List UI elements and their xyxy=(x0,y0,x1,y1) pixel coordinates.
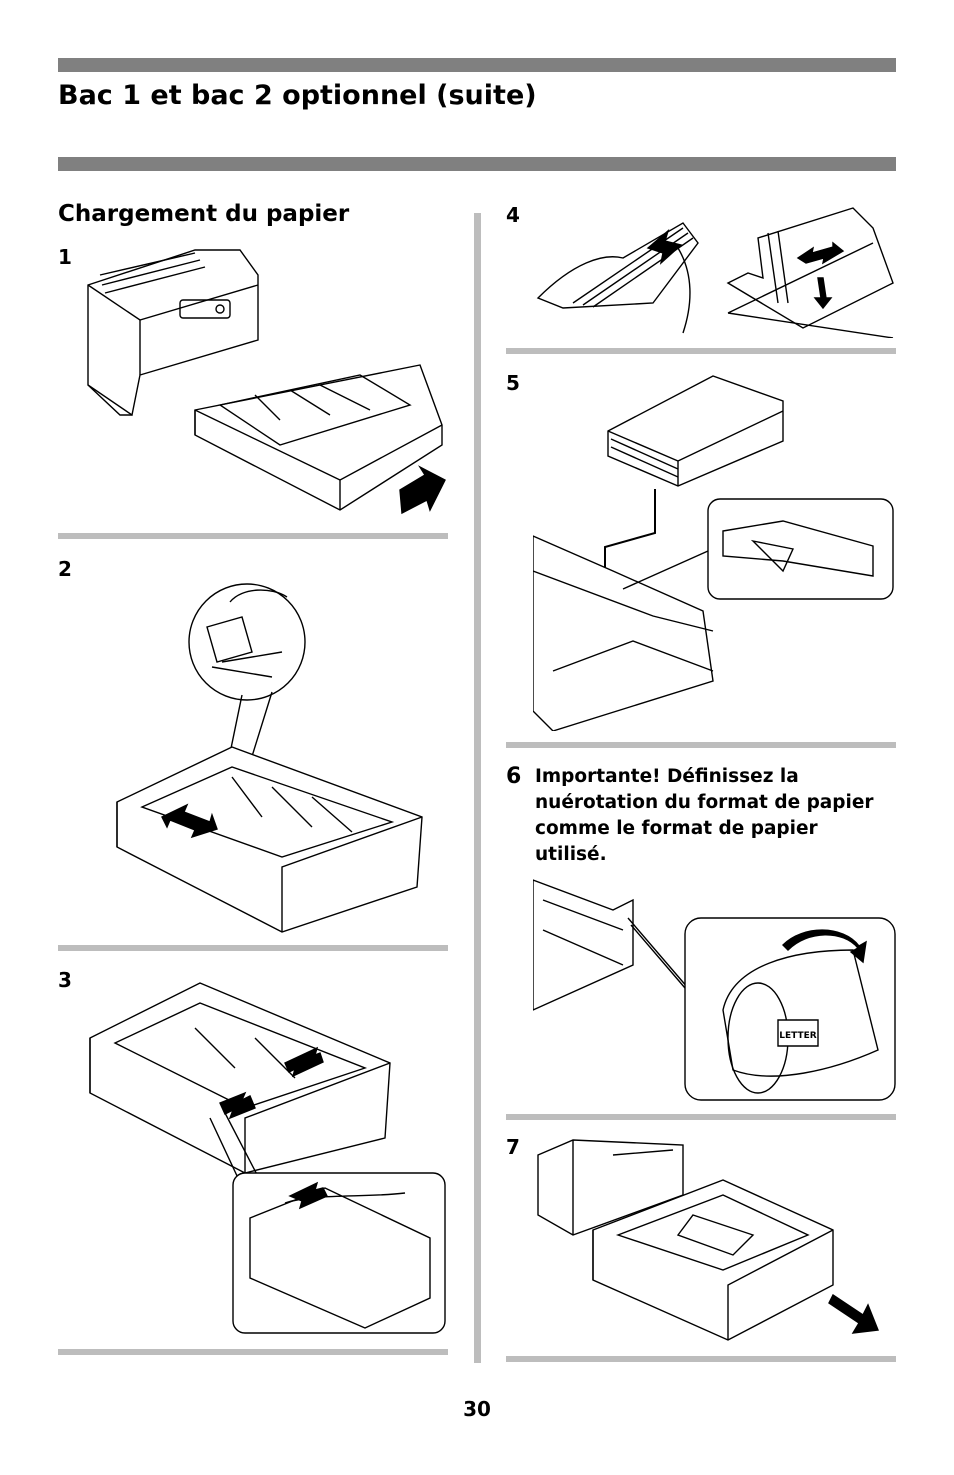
step-number-7: 7 xyxy=(506,1135,520,1159)
paper-size-dial-illustration: LETTER xyxy=(533,870,898,1105)
printer-tray-removal-illustration xyxy=(80,245,450,520)
step-separator xyxy=(58,1349,448,1355)
step-number-4: 4 xyxy=(506,203,520,227)
tray-width-guide-adjust-illustration xyxy=(112,567,432,937)
step-separator xyxy=(58,945,448,951)
step-number-6: 6 xyxy=(506,764,522,789)
step-separator xyxy=(58,533,448,539)
page-number: 30 xyxy=(463,1397,491,1421)
step-6-instruction: Importante! Définissez la nuérotation du… xyxy=(535,766,874,865)
column-divider xyxy=(474,213,481,1363)
step-separator xyxy=(506,1114,896,1120)
page-title: Bac 1 et bac 2 optionnel (suite) xyxy=(58,80,537,111)
step-separator xyxy=(506,1356,896,1362)
fan-paper-stack-illustration xyxy=(533,203,898,338)
step-number-2: 2 xyxy=(58,557,72,581)
step-number-3: 3 xyxy=(58,968,72,992)
load-paper-into-tray-illustration xyxy=(533,371,898,731)
step-number-1: 1 xyxy=(58,245,72,269)
tray-length-guide-adjust-illustration xyxy=(85,978,450,1338)
section-title: Chargement du papier xyxy=(58,201,350,227)
step-separator xyxy=(506,348,896,354)
step-separator xyxy=(506,742,896,748)
insert-tray-into-printer-illustration xyxy=(533,1135,898,1345)
dial-letter-label: LETTER xyxy=(779,1031,817,1041)
step-number-5: 5 xyxy=(506,371,520,395)
header-rule-bottom xyxy=(58,157,896,171)
header-rule-top xyxy=(58,58,896,72)
